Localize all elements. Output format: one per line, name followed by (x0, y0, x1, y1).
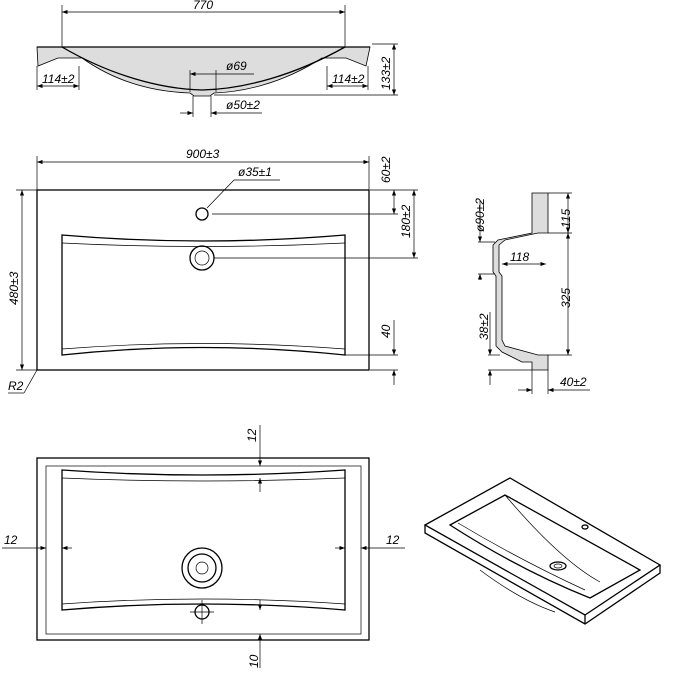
dim-drain-inner: ø50±2 (226, 98, 260, 112)
dim-drain-diameter: ø90±2 (473, 198, 487, 232)
dim-rim-left: 114±2 (42, 72, 75, 86)
dim-plan-depth: 480±3 (7, 271, 21, 305)
dim-rim-right: 114±2 (332, 72, 365, 86)
dim-bottom-left-margin: 12 (4, 533, 18, 547)
dim-plan-width: 900±3 (186, 147, 220, 161)
dim-height: 133±2 (379, 56, 393, 90)
dim-rim-thickness: 40±2 (560, 375, 587, 389)
dim-bowl-height: 325 (559, 288, 573, 308)
dim-front-rim: 40 (379, 324, 393, 338)
plan-view: 900±3 ø35±1 60±2 180±2 40 480±3 R2 (7, 147, 418, 394)
dim-drain-depth: 118 (510, 250, 529, 264)
dim-drain-outer: ø69 (226, 59, 247, 73)
side-view: 115 325 118 ø90±2 38±2 40±2 (473, 192, 590, 394)
dim-bottom-margin: 10 (247, 654, 261, 668)
dim-tap-offset: 60±2 (379, 156, 393, 183)
dim-tap-hole: ø35±1 (238, 165, 272, 179)
dim-bottom-top-margin: 12 (245, 428, 259, 442)
dim-width-770: 770 (193, 0, 213, 12)
dim-top-height: 115 (559, 209, 573, 228)
dim-drain-offset: 180±2 (399, 204, 413, 238)
dim-corner-radius: R2 (8, 379, 24, 393)
dim-bottom-offset: 38±2 (477, 313, 491, 340)
bottom-view: 12 12 12 10 (2, 425, 405, 668)
isometric-view (423, 477, 662, 625)
dim-bottom-right-margin: 12 (386, 533, 400, 547)
section-view: 770 114±2 114±2 133±2 ø69 ø50±2 (36, 0, 398, 117)
